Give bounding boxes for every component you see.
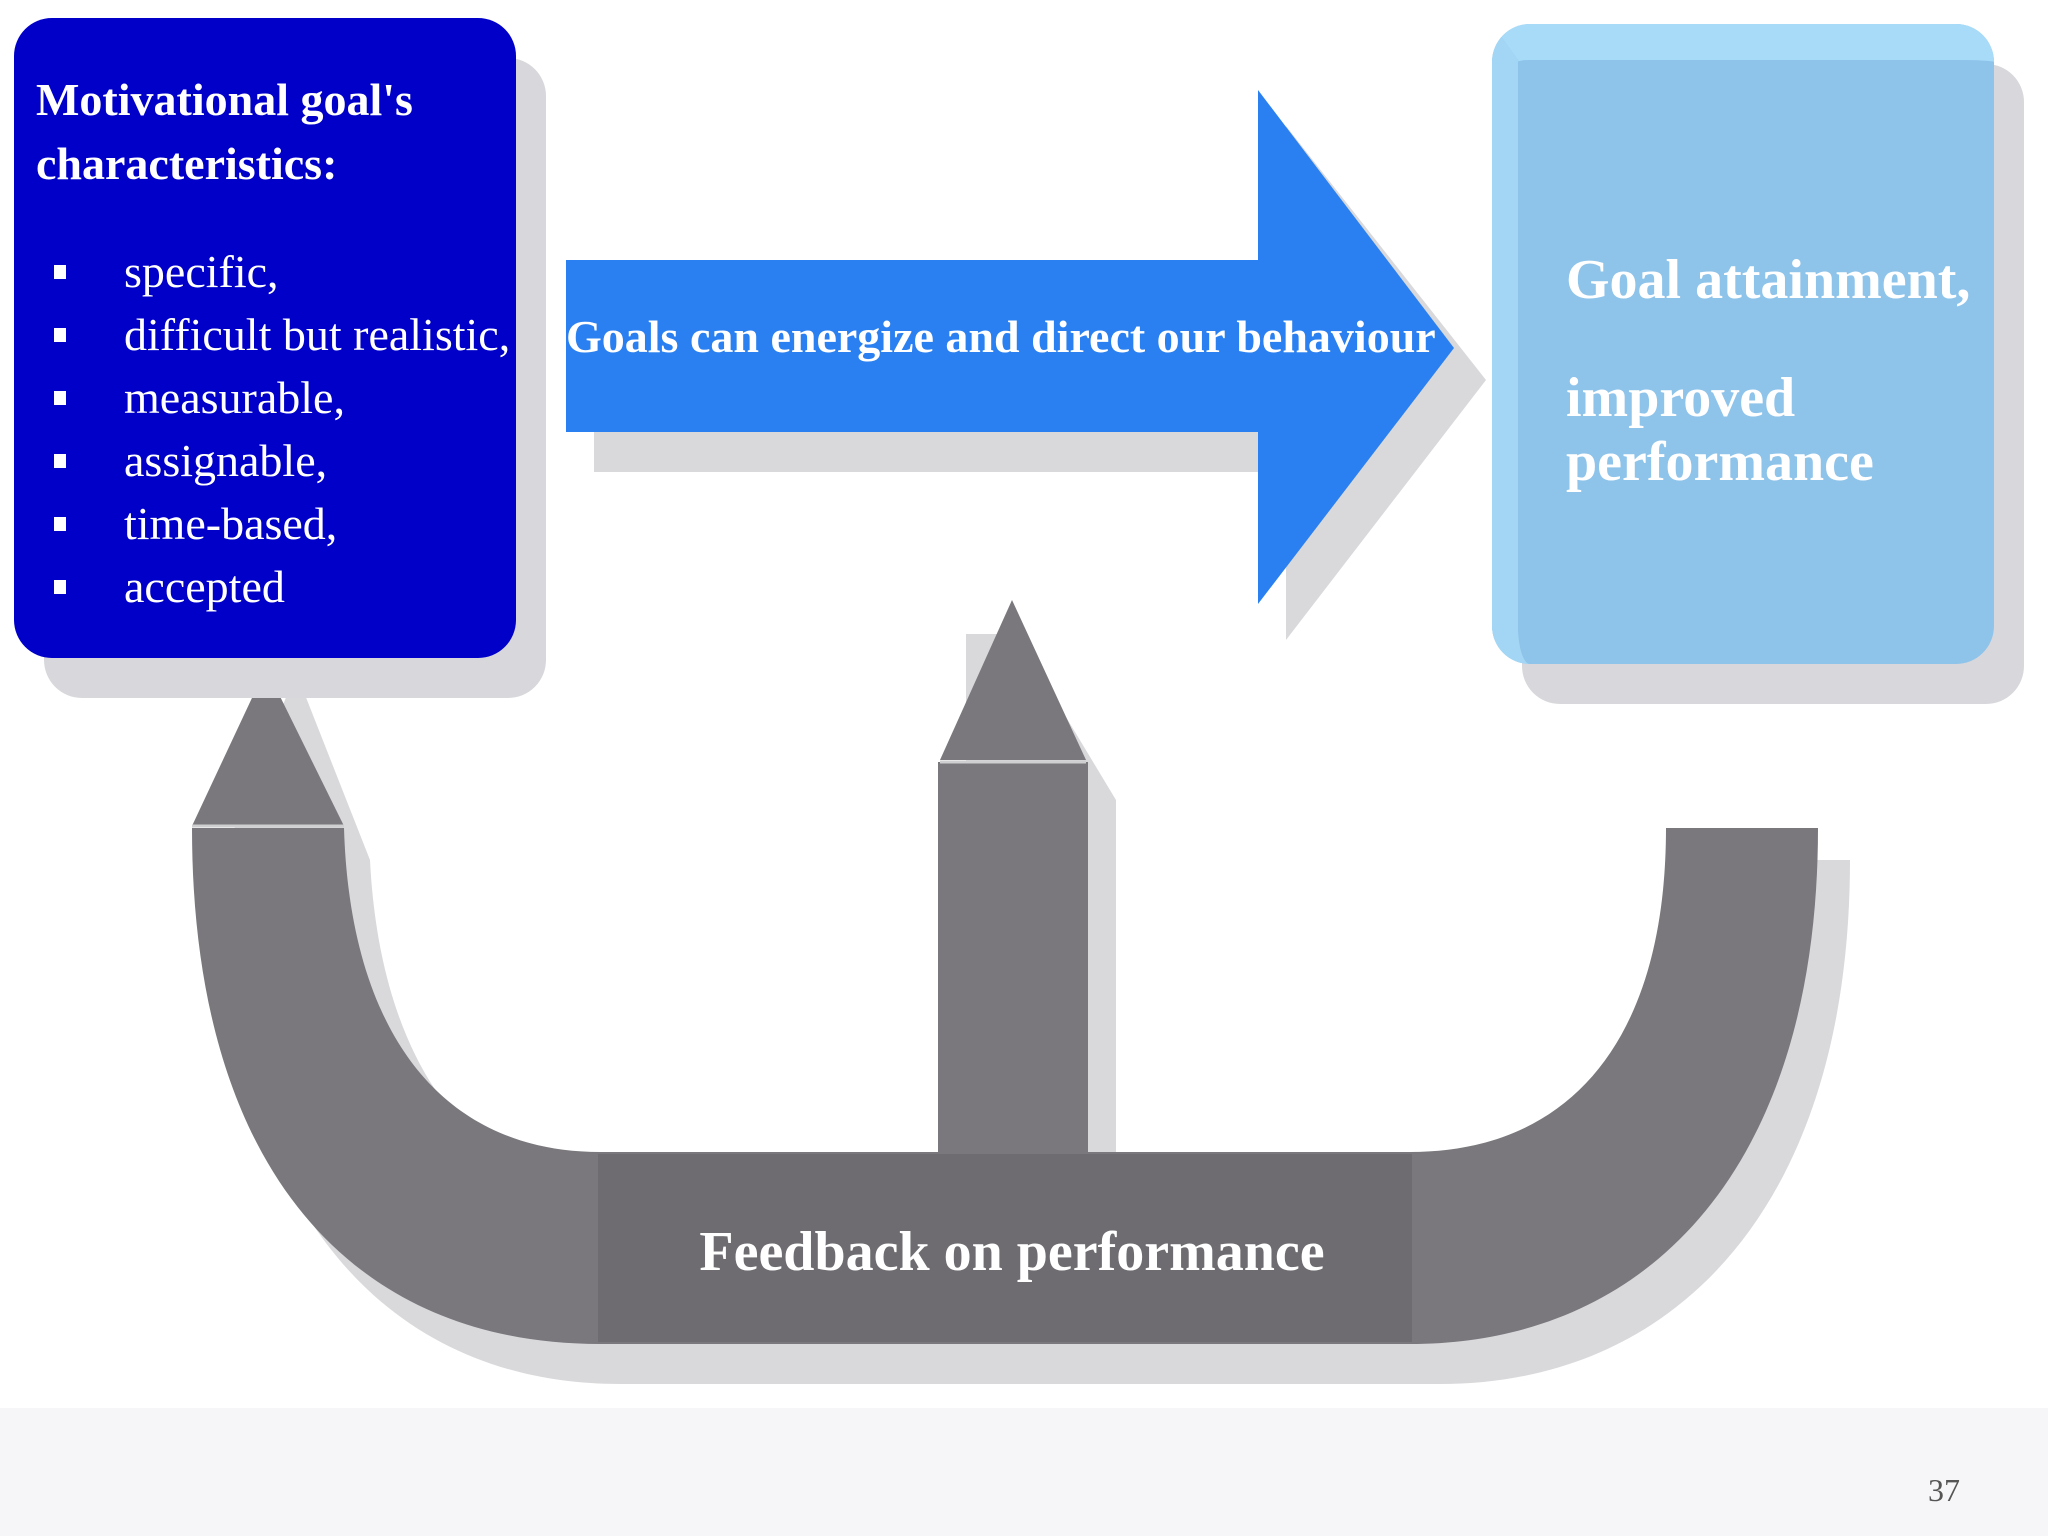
- list-item-label: measurable,: [124, 372, 345, 423]
- goal-characteristics-title-line2: characteristics:: [36, 138, 338, 189]
- list-item-label: accepted: [124, 561, 285, 612]
- footer-band: [0, 1408, 2048, 1536]
- bullet-icon: [54, 580, 66, 594]
- list-item: difficult but realistic,: [36, 303, 510, 366]
- list-item: measurable,: [36, 366, 496, 429]
- bullet-icon: [54, 265, 66, 279]
- goal-attainment-label: Goal attainment,: [1566, 249, 1971, 311]
- goal-characteristics-title: Motivational goal's characteristics:: [36, 68, 496, 196]
- improved-performance-line1: improved: [1566, 367, 1796, 429]
- improved-performance-label: improved performance: [1566, 366, 1974, 494]
- bullet-icon: [54, 391, 66, 405]
- behaviour-arrow: [566, 90, 1454, 604]
- goal-attainment-box: Goal attainment, improved performance: [1492, 24, 1994, 664]
- list-item-label: assignable,: [124, 435, 328, 486]
- goal-characteristics-list: specific, difficult but realistic, measu…: [36, 240, 510, 618]
- goal-characteristics-box: Motivational goal's characteristics: spe…: [14, 18, 516, 658]
- bullet-icon: [54, 517, 66, 531]
- goal-attainment-box-edge: [1492, 24, 1994, 664]
- page-number: 37: [1928, 1472, 1960, 1508]
- list-item-label: specific,: [124, 246, 279, 297]
- improved-performance-line2: performance: [1566, 431, 1874, 493]
- list-item-label: difficult but realistic,: [124, 309, 511, 360]
- list-item: accepted: [36, 555, 496, 618]
- list-item: specific,: [36, 240, 496, 303]
- feedback-up-arrowhead: [940, 600, 1086, 760]
- list-item-label: time-based,: [124, 498, 338, 549]
- behaviour-arrow-label: Goals can energize and direct our behavi…: [566, 311, 1436, 362]
- feedback-label: Feedback on performance: [699, 1221, 1325, 1283]
- list-item: time-based,: [36, 492, 496, 555]
- feedback-left-arrowhead: [192, 668, 344, 826]
- feedback-up-shaft: [938, 762, 1088, 1154]
- goal-characteristics-title-line1: Motivational goal's: [36, 74, 413, 125]
- bullet-icon: [54, 454, 66, 468]
- feedback-band-panel: [598, 1154, 1412, 1342]
- bullet-icon: [54, 328, 66, 342]
- list-item: assignable,: [36, 429, 496, 492]
